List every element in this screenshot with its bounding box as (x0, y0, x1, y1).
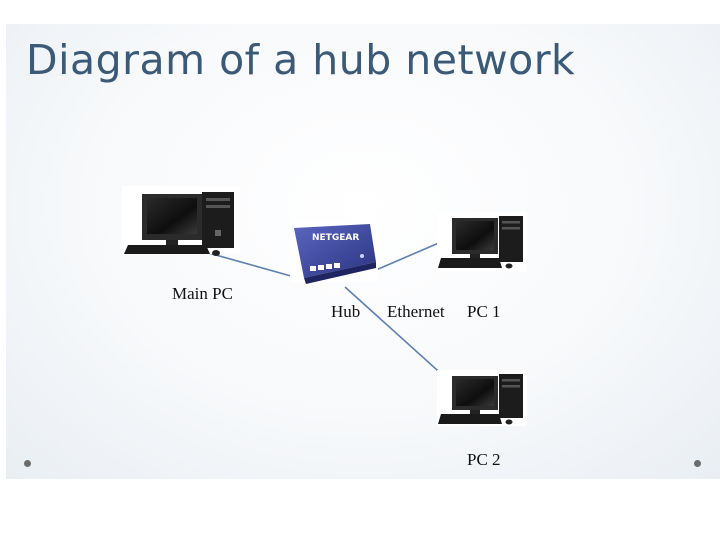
slide-title: Diagram of a hub network (26, 36, 576, 84)
main-pc-computer-icon (122, 186, 240, 256)
pc2-computer-icon (437, 370, 527, 426)
main-pc-label: Main PC (172, 284, 233, 303)
pc2-label: PC 2 (467, 450, 501, 469)
hub-brand-label: NETGEAR (312, 233, 359, 243)
slide-bullet-right (694, 460, 701, 467)
pc1-computer-icon (437, 212, 527, 272)
slide-bullet-left (24, 460, 31, 467)
ethernet-label: Ethernet (387, 302, 445, 321)
pc1-label: PC 1 (467, 302, 501, 321)
hub-label: Hub (331, 302, 361, 321)
network-hub-icon: NETGEAR (290, 222, 378, 284)
